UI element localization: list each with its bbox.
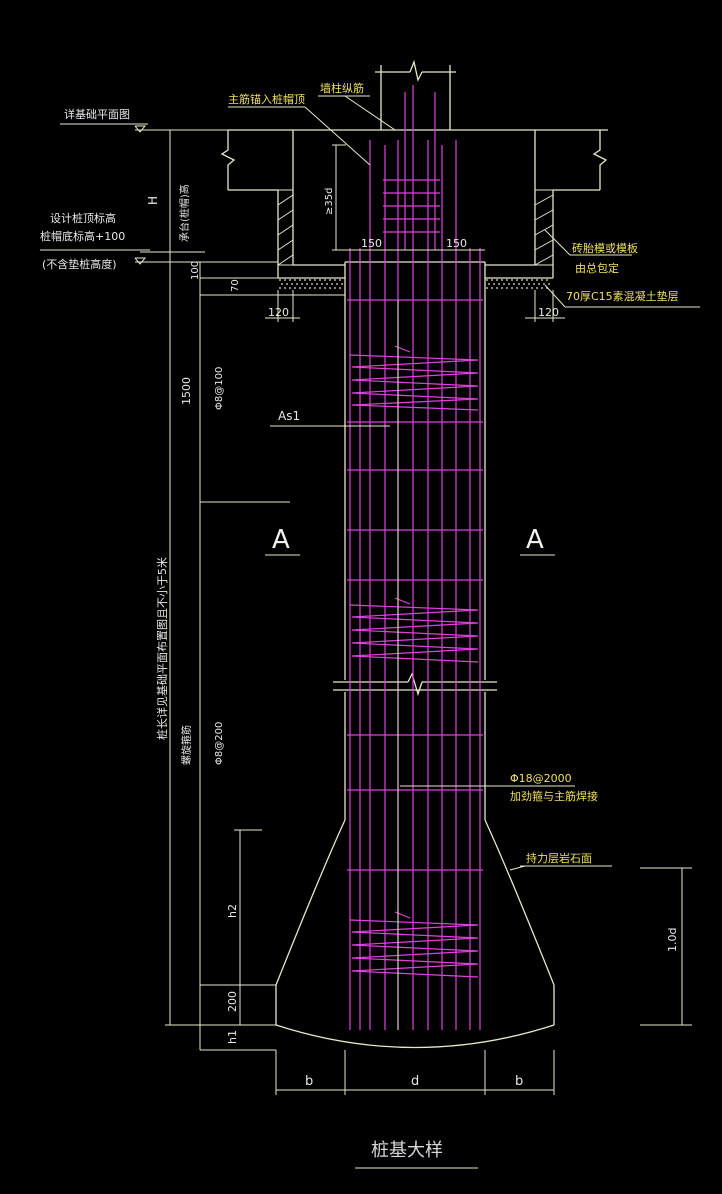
cushion-hatch	[279, 279, 550, 289]
dim-150-right: 150	[446, 237, 467, 250]
yellow-annotations: 主筋锚入桩帽顶 墙柱纵筋 砖胎模或模板 由总包定 70厚C15素混凝土垫层 Φ1…	[228, 81, 679, 865]
dim-150-left: 150	[361, 237, 382, 250]
pile-length-label: 桩长详见基础平面布置图且不小于5米	[155, 557, 169, 740]
section-a-right: A	[526, 525, 544, 555]
stirrup-dense-label: Φ8@100	[214, 367, 225, 410]
hoop-rebar-label-2: 加劲箍与主筋焊接	[510, 789, 598, 803]
h2-label: h2	[226, 904, 239, 918]
dim-70: 70	[230, 279, 241, 292]
rebar-cage	[347, 85, 483, 1030]
anchor-length-label: ≥35d	[324, 188, 335, 215]
bearing-layer-label: 持力层岩石面	[526, 851, 592, 865]
dim-100: 100	[190, 261, 201, 280]
as1-label: As1	[278, 409, 300, 423]
design-top-label-1: 设计桩顶标高	[50, 211, 116, 225]
brick-form-label-2: 由总包定	[575, 261, 619, 275]
drawing-title: 桩基大样	[371, 1140, 443, 1161]
dim-200: 200	[226, 991, 239, 1012]
stirrup-sparse-label: Φ8@200	[214, 722, 225, 765]
cap-height-label: 承台(桩帽)高	[178, 184, 191, 242]
h-label: H	[146, 196, 160, 205]
cushion-label: 70厚C15素混凝土垫层	[566, 289, 679, 303]
b-left-label: b	[305, 1074, 313, 1089]
brick-form-label-1: 砖胎模或模板	[572, 241, 638, 255]
b-right-label: b	[515, 1074, 523, 1089]
dim-120-left: 120	[268, 306, 289, 319]
leader-lines	[40, 95, 700, 1169]
design-top-label-2: 桩帽底标高+100	[40, 229, 125, 243]
section-a-left: A	[272, 525, 290, 555]
spiral-stirrup-label: 螺旋箍筋	[180, 725, 193, 765]
design-top-label-3: (不含垫桩高度)	[42, 257, 117, 271]
dim-1500: 1500	[180, 377, 193, 405]
column-rebar-label: 墙柱纵筋	[320, 81, 364, 95]
brick-form-hatch	[277, 189, 554, 266]
d-label: d	[411, 1074, 419, 1089]
h1-label: h1	[226, 1030, 239, 1044]
hoop-rebar-label-1: Φ18@2000	[510, 772, 572, 785]
dim-120-right: 120	[538, 306, 559, 319]
pile-cap-plan-label: 详基础平面图	[64, 107, 130, 121]
dim-1-0d: 1.0d	[666, 928, 679, 952]
annotations: 详基础平面图 设计桩顶标高 桩帽底标高+100 (不含垫桩高度) H 承台(桩帽…	[40, 107, 679, 1089]
main-rebar-anchor-label: 主筋锚入桩帽顶	[228, 92, 305, 106]
